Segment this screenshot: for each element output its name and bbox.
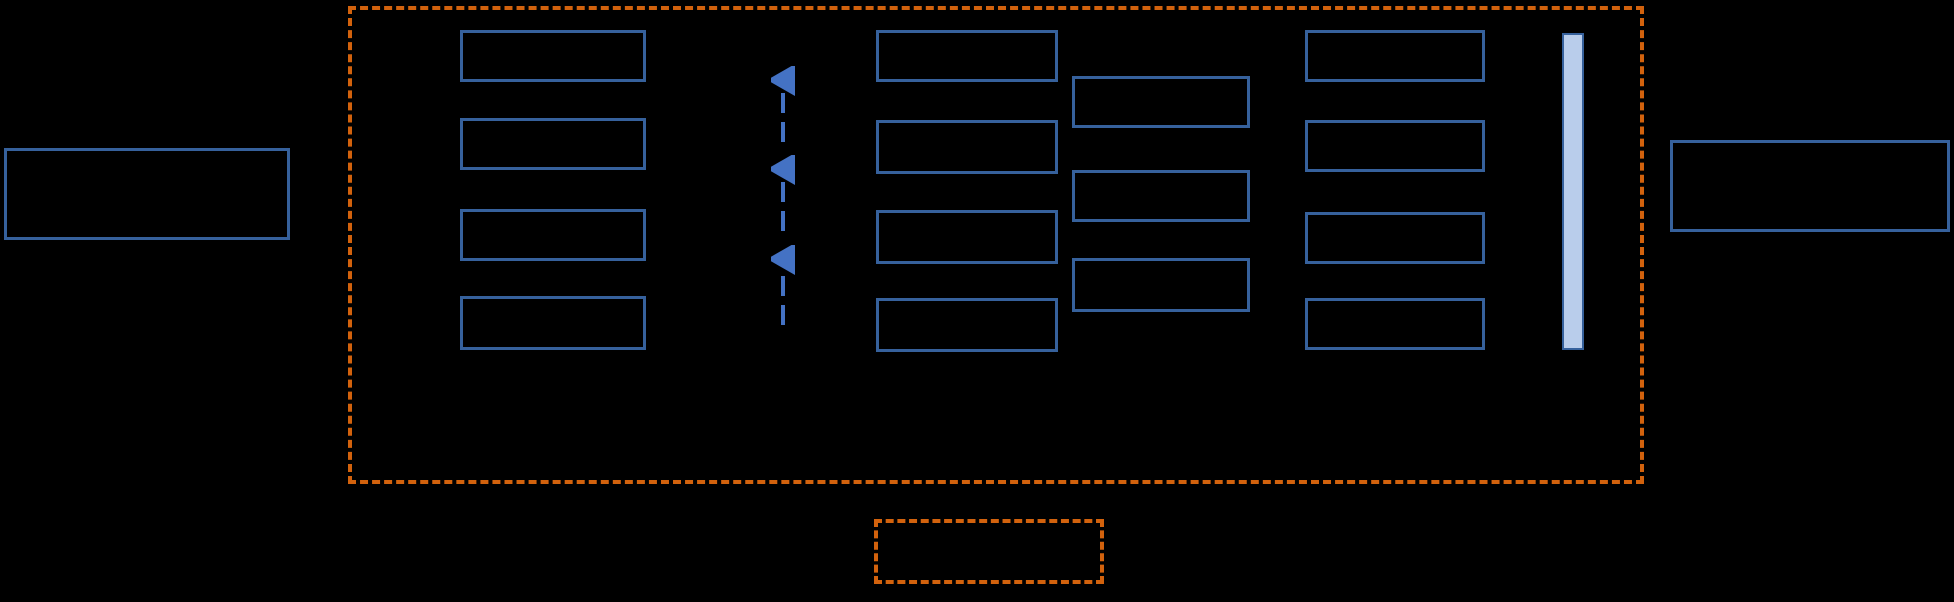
dashed-container: [348, 6, 1644, 484]
dashed-footer-box[interactable]: [874, 519, 1104, 584]
outer-left-box[interactable]: [4, 148, 290, 240]
arrow-up-2: [771, 155, 795, 231]
column4-box-2[interactable]: [1305, 120, 1485, 172]
column4-box-1[interactable]: [1305, 30, 1485, 82]
column2-box-3[interactable]: [876, 210, 1058, 264]
column1-box-3[interactable]: [460, 209, 646, 261]
column2-box-4[interactable]: [876, 298, 1058, 352]
column2-box-1[interactable]: [876, 30, 1058, 82]
column3-box-1[interactable]: [1072, 76, 1250, 128]
column3-box-3[interactable]: [1072, 258, 1250, 312]
arrow-up-3: [771, 245, 795, 325]
arrow-up-1: [771, 66, 795, 142]
outer-right-box[interactable]: [1670, 140, 1950, 232]
column4-box-3[interactable]: [1305, 212, 1485, 264]
column2-box-2[interactable]: [876, 120, 1058, 174]
column3-box-2[interactable]: [1072, 170, 1250, 222]
column1-box-4[interactable]: [460, 296, 646, 350]
column1-box-1[interactable]: [460, 30, 646, 82]
column4-box-4[interactable]: [1305, 298, 1485, 350]
column1-box-2[interactable]: [460, 118, 646, 170]
vertical-bar[interactable]: [1562, 33, 1584, 350]
